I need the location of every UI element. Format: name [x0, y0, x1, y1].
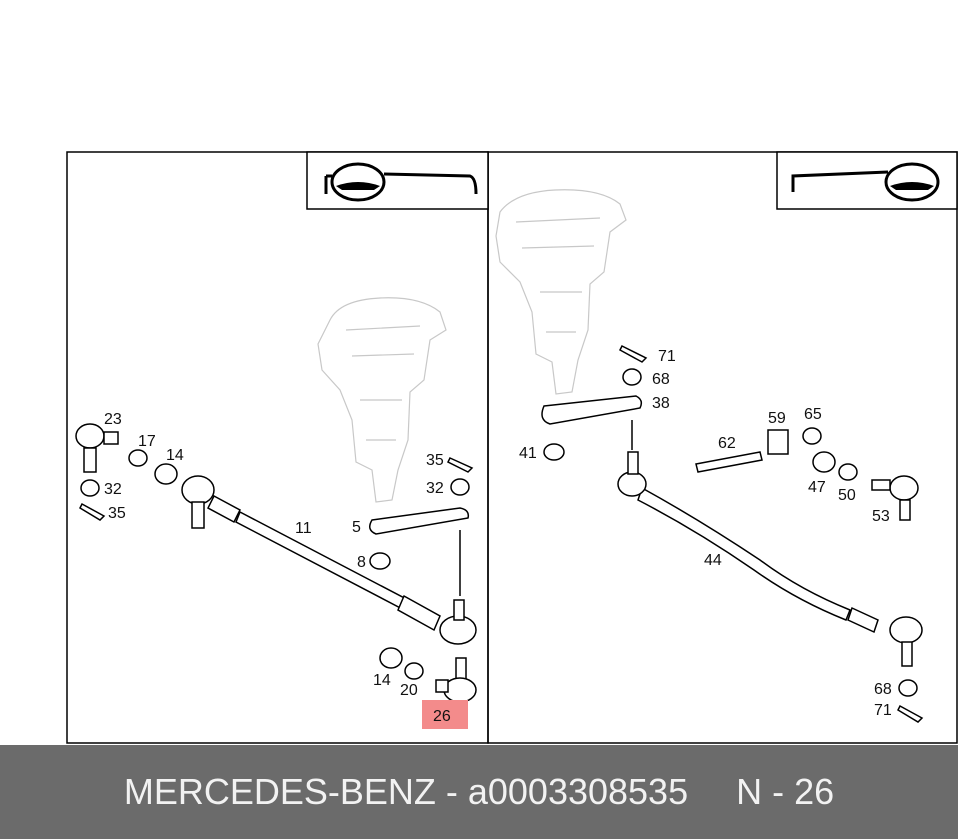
label-left-1: 17 — [138, 433, 156, 450]
label-right-10: 44 — [704, 552, 722, 569]
label-right-9: 53 — [872, 508, 890, 525]
label-left-10: 14 — [373, 672, 391, 689]
steering-wheel-rhd-icon — [776, 151, 958, 210]
label-left-12: 26 — [433, 708, 451, 725]
label-left-9: 8 — [357, 554, 366, 571]
label-left-3: 32 — [104, 481, 122, 498]
label-left-2: 14 — [166, 447, 184, 464]
label-left-8: 5 — [352, 519, 361, 536]
diagram-ref: N - 26 — [736, 771, 835, 812]
label-right-0: 71 — [658, 348, 676, 365]
tie-rod-assembly-left — [181, 475, 477, 645]
label-left-6: 35 — [426, 452, 444, 469]
label-right-3: 41 — [519, 445, 537, 462]
label-left-0: 23 — [104, 411, 122, 428]
label-right-2: 38 — [652, 395, 670, 412]
right-panel-labels: 71 68 38 41 59 65 62 47 50 53 44 68 71 — [519, 348, 892, 719]
nuts-left — [79, 449, 474, 680]
left-panel-frame — [66, 151, 489, 744]
parts-diagram: 23 17 14 32 35 11 35 32 5 8 14 20 26 71 … — [66, 151, 958, 744]
steering-gearbox-left — [317, 297, 447, 503]
ball-joint-26 — [435, 657, 477, 703]
left-panel-labels: 23 17 14 32 35 11 35 32 5 8 14 20 26 — [104, 411, 451, 725]
highlight-box-26 — [422, 700, 468, 729]
brand-separator: - — [435, 771, 468, 812]
label-left-5: 11 — [295, 520, 312, 537]
brand-name: MERCEDES-BENZ — [123, 771, 436, 812]
hardware-right — [543, 344, 924, 723]
label-right-4: 59 — [768, 410, 786, 427]
label-left-11: 20 — [400, 682, 418, 699]
right-panel-frame — [487, 151, 958, 744]
steering-gearbox-right — [495, 189, 627, 395]
label-left-7: 32 — [426, 480, 444, 497]
tie-rod-end-23 — [75, 423, 119, 473]
steering-wheel-lhd-icon — [306, 151, 489, 210]
label-right-6: 62 — [718, 435, 736, 452]
label-right-12: 71 — [874, 702, 892, 719]
part-number: a0003308535 — [467, 771, 689, 812]
label-right-5: 65 — [804, 406, 822, 423]
pitman-arm-5 — [369, 507, 470, 535]
idler-arm-38 — [541, 395, 643, 425]
label-left-4: 35 — [108, 505, 126, 522]
label-right-8: 50 — [838, 487, 856, 504]
label-right-7: 47 — [808, 479, 826, 496]
label-right-1: 68 — [652, 371, 670, 388]
drag-link-44 — [617, 420, 923, 667]
label-right-11: 68 — [874, 681, 892, 698]
part-info-footer: MERCEDES-BENZ - a0003308535 N - 26 — [0, 745, 958, 839]
